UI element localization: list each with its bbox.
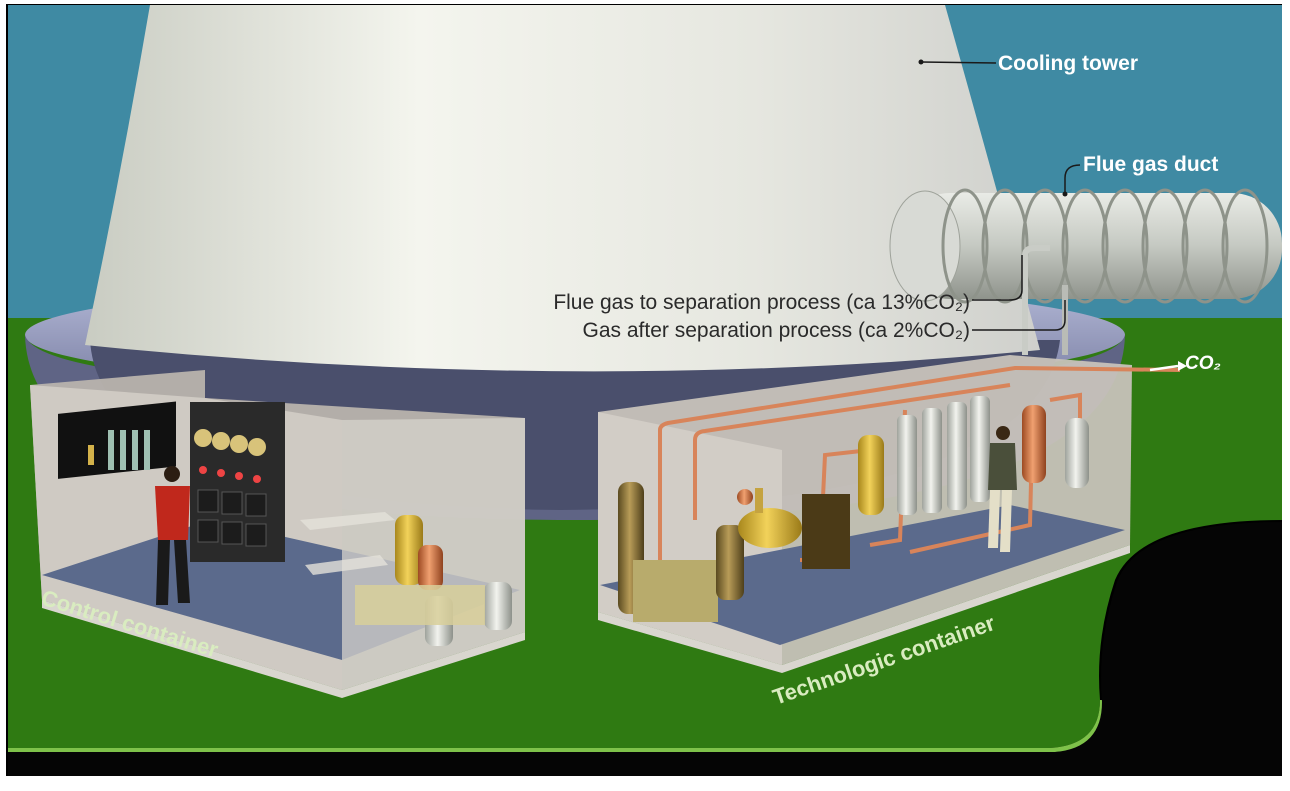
- label-flue-gas-duct: Flue gas duct: [1083, 153, 1218, 176]
- label-gas-after-separation: Gas after separation process (ca 2%CO₂): [583, 319, 970, 342]
- duct-marker: [1062, 191, 1068, 197]
- control-panel-screen: [58, 401, 176, 479]
- flue-gas-duct: [889, 188, 1282, 304]
- label-co2-output: CO₂: [1185, 353, 1221, 374]
- co2-arrow: [1149, 361, 1187, 372]
- cooling-tower: [85, 5, 1040, 372]
- label-flue-gas-to-separation: Flue gas to separation process (ca 13%CO…: [553, 291, 970, 314]
- operator-figure: [155, 466, 190, 605]
- leader-lines: [920, 61, 1081, 331]
- duct-rings: [941, 188, 1269, 304]
- black-pit: [8, 522, 1282, 776]
- technologic-container: [598, 355, 1181, 673]
- process-equipment: [618, 396, 1089, 622]
- engineer-figure: [988, 426, 1017, 552]
- label-cooling-tower: Cooling tower: [998, 52, 1138, 75]
- instrument-cabinets: [190, 402, 285, 562]
- control-container: [30, 370, 525, 698]
- cooling-tower-marker: [918, 59, 924, 65]
- panel-gauges: [88, 430, 150, 470]
- lab-equipment: [300, 512, 512, 646]
